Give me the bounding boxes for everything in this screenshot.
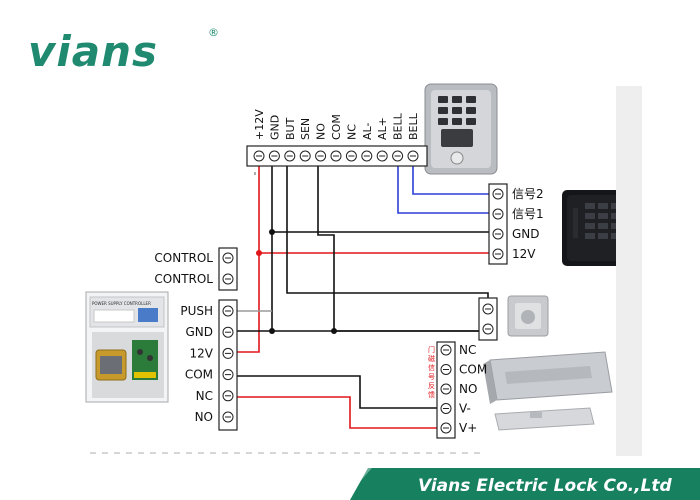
reader-terminal-label: 信号1: [512, 207, 544, 221]
power-terminal-label: 12V: [190, 346, 214, 360]
reader-terminal-label: 12V: [512, 247, 536, 261]
lock-terminal-label: V+: [459, 421, 477, 435]
reader-terminal-label: 信号2: [512, 187, 544, 201]
push-button-terminal-block: [478, 297, 498, 341]
power-terminal-label: GND: [185, 325, 213, 339]
control-terminal-label: CONTROL: [154, 272, 213, 286]
keypad-terminal-label: AL+: [376, 117, 389, 140]
power-terminal-block: PUSH GND 12V COM NC NO: [180, 299, 238, 431]
power-terminal-label: NO: [195, 410, 213, 424]
registered-mark: ®: [208, 26, 219, 39]
power-terminal-label: COM: [185, 368, 213, 382]
junction-dot: [331, 328, 337, 334]
control-terminal-label: CONTROL: [154, 251, 213, 265]
keypad-terminal-label: BUT: [284, 117, 297, 140]
power-terminal-label: PUSH: [180, 304, 213, 318]
keypad-terminal-label: GND: [268, 115, 281, 140]
keypad-terminal-label: BELL: [407, 112, 420, 140]
keypad-terminal-label: +12V: [253, 109, 266, 140]
power-terminal-label: NC: [196, 389, 213, 403]
junction-dot: [269, 229, 275, 235]
lock-terminal-block: NC COM NO V- V+ 门磁信号反馈: [428, 341, 487, 439]
keypad-terminal-label: BELL: [392, 112, 405, 140]
vians-logo: vians ®: [28, 26, 219, 76]
footer-band: Vians Electric Lock Co.,Ltd: [330, 468, 700, 500]
brand-name: vians: [28, 27, 158, 76]
junction-dot: [269, 328, 275, 334]
keypad-device-image: [424, 83, 498, 175]
lock-terminal-label: NC: [459, 343, 476, 357]
power-supply-label: POWER SUPPLY CONTROLLER: [92, 301, 151, 306]
wire-junctions: [256, 229, 337, 334]
exit-button-image: [507, 295, 549, 337]
company-name: Vians Electric Lock Co.,Ltd: [418, 476, 673, 496]
keypad-terminal-label: AL-: [361, 123, 374, 140]
keypad-terminal-label: NO: [315, 123, 328, 140]
keypad-terminal-label: NC: [345, 124, 358, 140]
lock-terminal-label: V-: [459, 402, 471, 416]
junction-dot: [256, 250, 262, 256]
lock-terminal-label: COM: [459, 363, 487, 377]
background-strip: [616, 86, 642, 456]
lock-terminal-label: NO: [459, 382, 477, 396]
power-supply-image: POWER SUPPLY CONTROLLER: [85, 291, 169, 403]
reader-terminal-label: GND: [512, 227, 540, 241]
keypad-terminal-label: COM: [330, 114, 343, 140]
magnetic-lock-image: [483, 351, 613, 431]
keypad-terminal-label: SEN: [299, 118, 312, 140]
control-terminal-block: CONTROL CONTROL: [154, 247, 238, 291]
feedback-side-label: 门磁信号反馈: [428, 345, 435, 399]
